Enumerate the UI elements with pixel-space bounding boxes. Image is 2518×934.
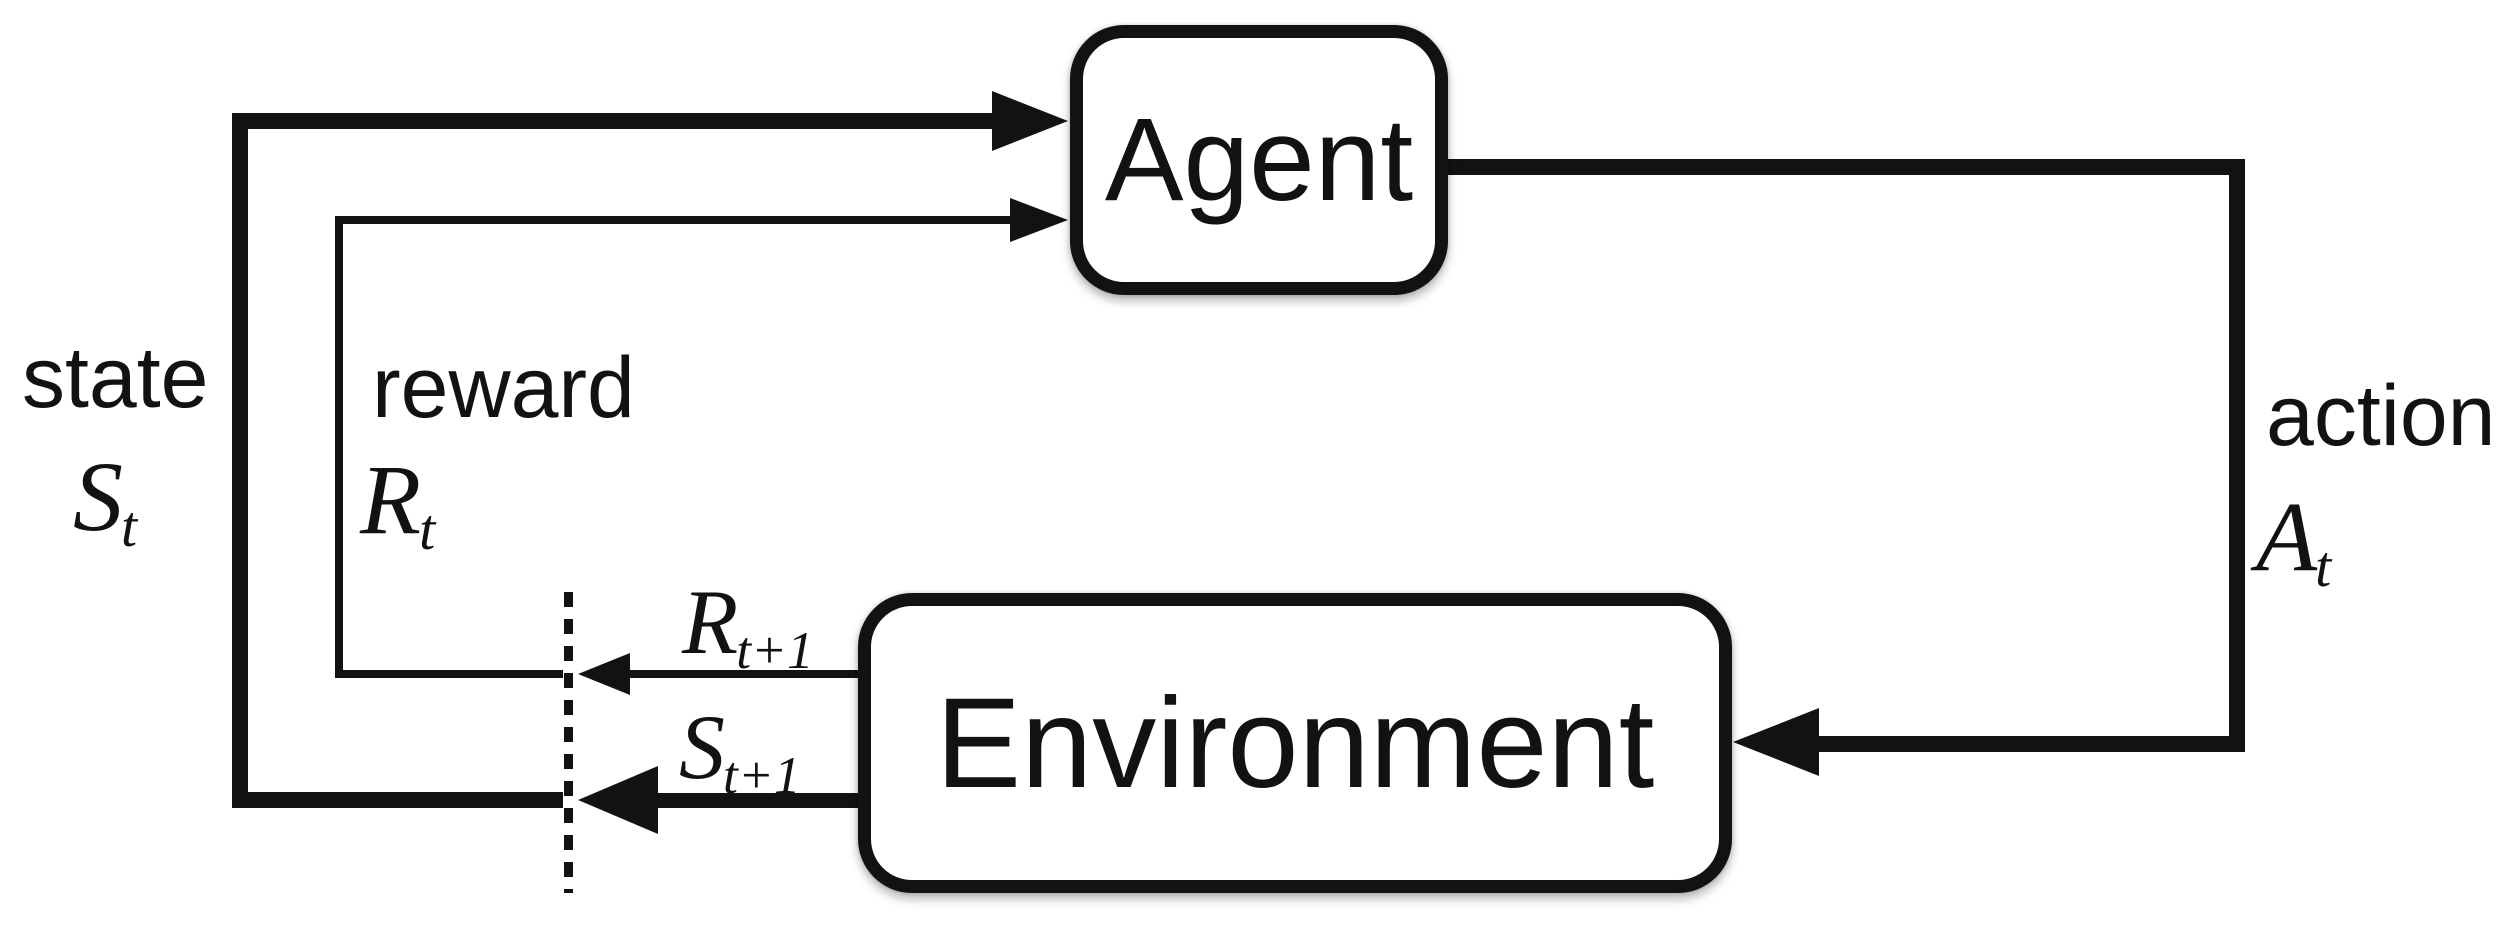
reward-symbol-base: R <box>360 444 422 555</box>
environment-box: Environment <box>858 593 1732 893</box>
next-state-symbol-subscript: t+1 <box>723 744 801 805</box>
next-reward-symbol-base: R <box>682 571 739 673</box>
state-symbol-subscript: t <box>121 494 138 560</box>
action-line-top <box>1448 159 2245 175</box>
state-word-label: state <box>22 330 209 426</box>
state-symbol-base: S <box>73 441 123 552</box>
state-line-top <box>232 113 994 129</box>
next-state-arrowhead-icon <box>578 766 658 834</box>
reward-line-bottom <box>335 670 563 678</box>
action-line-bottom <box>1818 736 2245 752</box>
reward-line-top <box>335 216 1012 224</box>
agent-box-label: Agent <box>1104 94 1414 226</box>
next-state-symbol-base: S <box>679 696 725 798</box>
state-arrowhead-into-agent-icon <box>992 91 1068 151</box>
reward-line-left <box>335 216 343 678</box>
reward-arrowhead-into-agent-icon <box>1010 198 1068 242</box>
next-reward-arrow-line <box>626 670 866 678</box>
reward-word-label: reward <box>372 340 635 436</box>
action-symbol-subscript: t <box>2315 534 2332 600</box>
state-line-left <box>232 113 248 808</box>
environment-box-label: Environment <box>935 671 1655 815</box>
action-symbol-base: A <box>2256 481 2318 592</box>
state-symbol-label: St <box>73 447 137 556</box>
next-reward-arrowhead-icon <box>578 653 630 695</box>
action-line-right <box>2229 159 2245 752</box>
next-state-arrow-line <box>652 793 866 808</box>
state-line-bottom <box>232 792 563 808</box>
next-reward-symbol-subscript: t+1 <box>736 619 814 680</box>
next-reward-symbol-label: Rt+1 <box>682 576 814 677</box>
time-step-dashed-divider <box>564 592 573 893</box>
next-state-symbol-label: St+1 <box>679 701 801 802</box>
reward-symbol-subscript: t <box>419 497 436 563</box>
action-arrowhead-into-environment-icon <box>1733 708 1819 776</box>
action-symbol-label: At <box>2256 487 2331 596</box>
agent-box: Agent <box>1070 25 1448 295</box>
action-word-label: action <box>2266 368 2496 464</box>
reward-symbol-label: Rt <box>360 450 435 559</box>
